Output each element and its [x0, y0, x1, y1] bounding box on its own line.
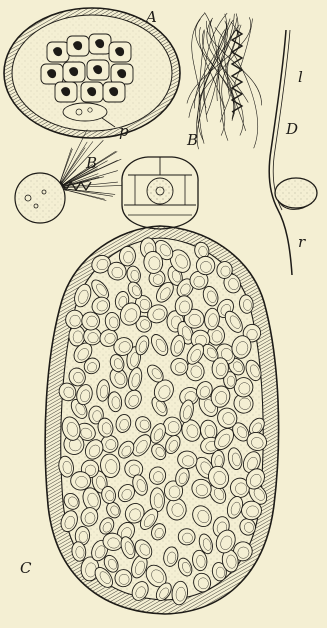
figure-b-filament: [215, 27, 258, 148]
figure-b-spore-left: [15, 129, 124, 223]
figure-b-filaments-top: [187, 12, 262, 149]
figure-c-sporangium: [45, 157, 278, 614]
figure-c-spore: [241, 501, 262, 521]
figure-a-p-cell: [63, 103, 107, 121]
figure-b-filament: [192, 13, 205, 111]
figure-c-cap: [122, 157, 198, 229]
figure-d-structure: [269, 30, 317, 275]
figure-a-cell: [4, 8, 180, 138]
figure-b-filament: [195, 19, 235, 119]
figure-b-filament: [187, 17, 251, 103]
figure-a-inner-cells: [41, 34, 133, 102]
figure-b-cilium: [58, 141, 93, 188]
figure-d-stalk: [269, 30, 292, 275]
figure-b-spine: [232, 30, 242, 112]
